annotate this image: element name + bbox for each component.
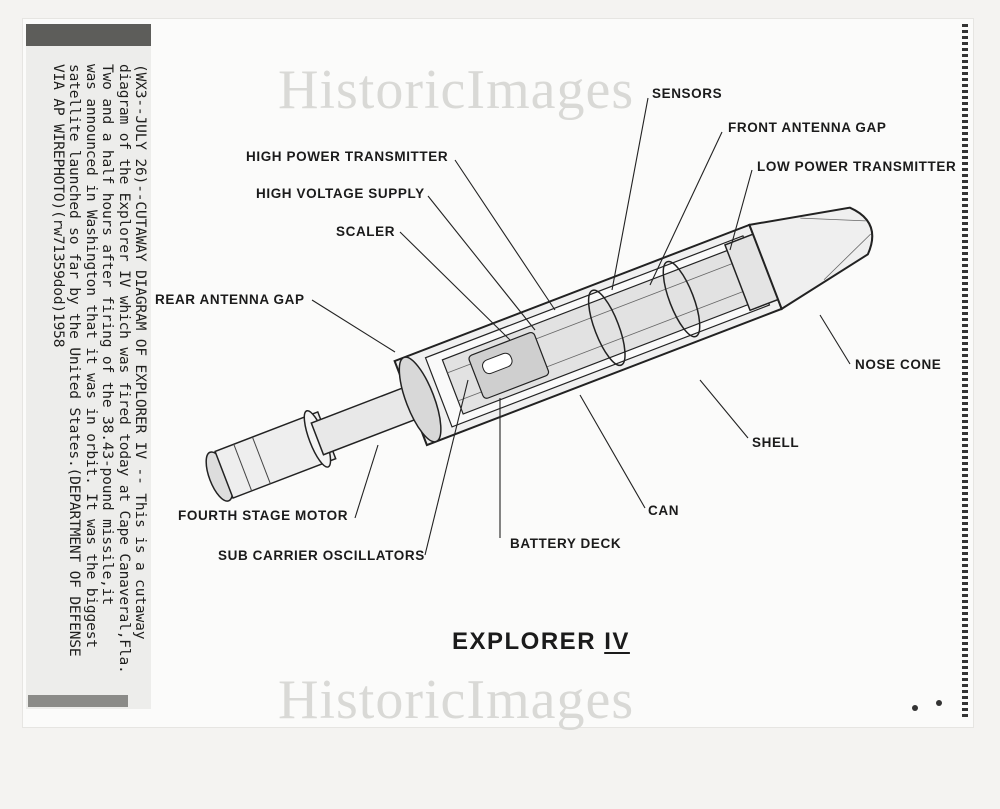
rear-antenna-gap-ring bbox=[398, 356, 442, 443]
print-speck bbox=[936, 700, 942, 706]
print-speck bbox=[912, 705, 918, 711]
leader-low-power-transmitter bbox=[729, 169, 753, 251]
leader-high-power-transmitter bbox=[454, 159, 556, 311]
scaler-ring bbox=[587, 289, 626, 367]
leader-nose-cone bbox=[819, 314, 851, 365]
caption-strip bbox=[26, 24, 151, 709]
label-sensors: SENSORS bbox=[652, 86, 723, 101]
label-rear-antenna-gap: REAR ANTENNA GAP bbox=[155, 292, 305, 307]
watermark-bottom: HistoricImages bbox=[278, 669, 635, 731]
label-sub-carrier-oscillators: SUB CARRIER OSCILLATORS bbox=[218, 548, 425, 563]
leader-shell bbox=[699, 379, 749, 439]
label-high-power-transmitter: HIGH POWER TRANSMITTER bbox=[246, 149, 449, 164]
watermark-top: HistoricImages bbox=[278, 59, 635, 121]
leader-fourth-stage-motor bbox=[354, 444, 379, 519]
transmitter-ring bbox=[662, 260, 701, 338]
leader-scaler bbox=[399, 231, 511, 341]
nose-cone bbox=[748, 206, 874, 311]
label-front-antenna-gap: FRONT ANTENNA GAP bbox=[728, 120, 887, 135]
leader-sub-carrier-oscillators bbox=[424, 379, 469, 556]
label-fourth-stage-motor: FOURTH STAGE MOTOR bbox=[178, 508, 349, 523]
leader-lines bbox=[311, 97, 851, 556]
caption-tape-bottom bbox=[28, 695, 128, 707]
diagram-title: EXPLORER IV bbox=[452, 628, 630, 656]
title-main: EXPLORER bbox=[452, 628, 597, 655]
satellite-body bbox=[205, 206, 874, 502]
leader-front-antenna-gap bbox=[649, 131, 723, 286]
label-low-power-transmitter: LOW POWER TRANSMITTER bbox=[757, 159, 957, 174]
label-shell: SHELL bbox=[752, 435, 800, 450]
label-nose-cone: NOSE CONE bbox=[855, 357, 942, 372]
leader-rear-antenna-gap bbox=[311, 299, 396, 353]
label-high-voltage-supply: HIGH VOLTAGE SUPPLY bbox=[256, 186, 425, 201]
title-numeral: IV bbox=[604, 628, 630, 655]
label-can: CAN bbox=[648, 503, 680, 518]
leader-can bbox=[579, 394, 646, 509]
label-scaler: SCALER bbox=[336, 224, 396, 239]
label-battery-deck: BATTERY DECK bbox=[510, 536, 622, 551]
leader-high-voltage-supply bbox=[427, 195, 536, 331]
leader-sensors bbox=[611, 97, 649, 291]
caption-tape-top bbox=[26, 24, 151, 46]
perforated-edge bbox=[962, 24, 968, 719]
